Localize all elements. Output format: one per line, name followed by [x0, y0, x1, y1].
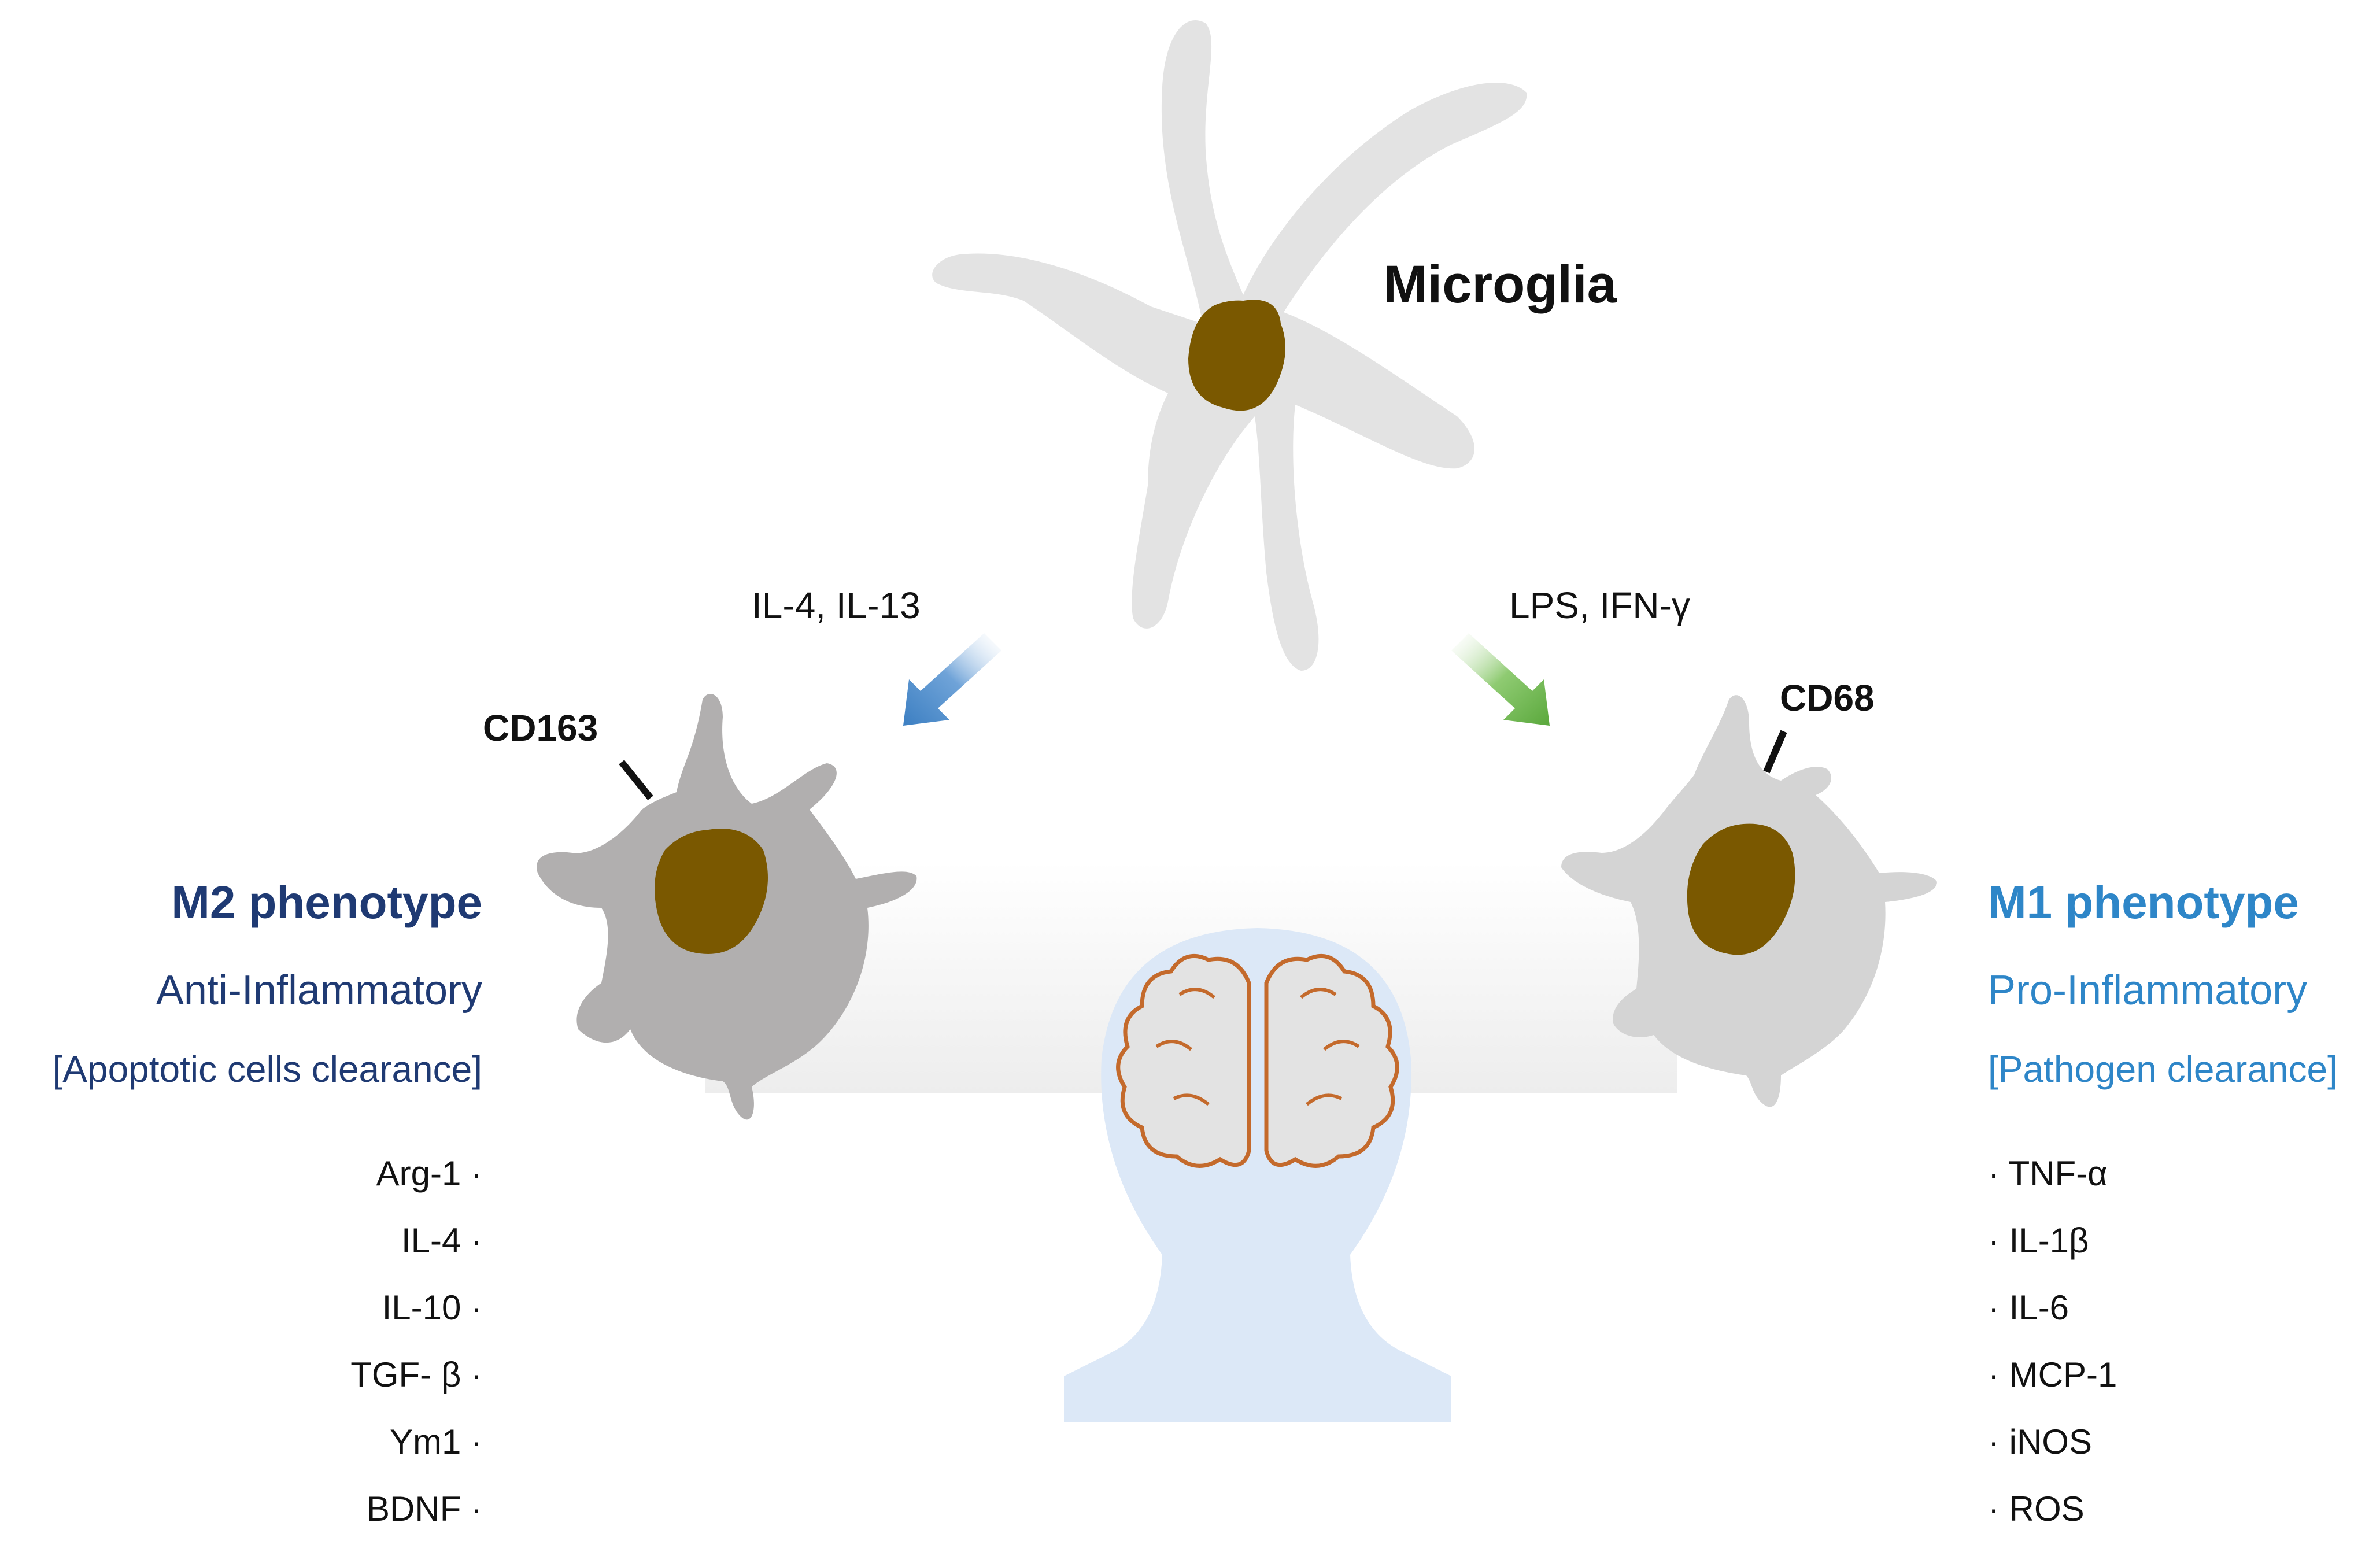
m1-stimuli-label: LPS, IFN-γ [1509, 585, 1690, 626]
m2-mediator-item: IL-4 · [401, 1221, 482, 1260]
cd68-marker-label: CD68 [1780, 677, 1875, 719]
m2-mediator-item: Arg-1 · [376, 1154, 482, 1193]
m1-phenotype-title: M1 phenotype [1988, 877, 2299, 928]
resting-microglia-icon [932, 20, 1527, 671]
m2-stimuli-label: IL-4, IL-13 [752, 585, 921, 626]
brain-icon [1116, 953, 1399, 1168]
m2-mediator-item: Ym1 · [389, 1422, 482, 1461]
m1-mediator-item: · iNOS [1988, 1422, 2092, 1461]
m2-mediator-item: BDNF · [367, 1489, 482, 1528]
m2-mediator-item: IL-10 · [382, 1288, 482, 1327]
m2-mediator-list: Arg-1 · IL-4 · IL-10 · TGF- β · Ym1 · BD… [350, 1140, 482, 1543]
microglia-title: Microglia [1383, 255, 1617, 314]
m2-mediator-item: TGF- β · [350, 1355, 482, 1394]
m1-mediator-item: · TNF-α [1988, 1154, 2108, 1193]
m1-mediator-item: · MCP-1 [1988, 1355, 2117, 1394]
m1-mediator-item: · IL-1β [1988, 1221, 2089, 1260]
cd68-marker-line [1763, 730, 1787, 774]
arrow-down-left-icon [903, 633, 1001, 726]
m1-mediator-item: · IL-6 [1988, 1288, 2069, 1327]
m2-microglia-icon [537, 694, 917, 1120]
m1-mediator-item: · ROS [1988, 1489, 2085, 1528]
m2-role: [Apoptotic cells clearance] [52, 1048, 483, 1090]
head-silhouette-icon [1064, 928, 1451, 1422]
m2-phenotype-title: M2 phenotype [171, 877, 482, 928]
m2-subtitle: Anti-Inflammatory [156, 967, 482, 1014]
m1-subtitle: Pro-Inflammatory [1988, 967, 2308, 1014]
arrow-down-right-icon [1451, 633, 1550, 726]
cd163-marker-line [619, 760, 653, 800]
m1-role: [Pathogen clearance] [1988, 1048, 2338, 1090]
m1-microglia-icon [1561, 695, 1937, 1107]
m1-mediator-list: · TNF-α · IL-1β · IL-6 · MCP-1 · iNOS · … [1988, 1140, 2117, 1543]
cd163-marker-label: CD163 [483, 707, 598, 749]
